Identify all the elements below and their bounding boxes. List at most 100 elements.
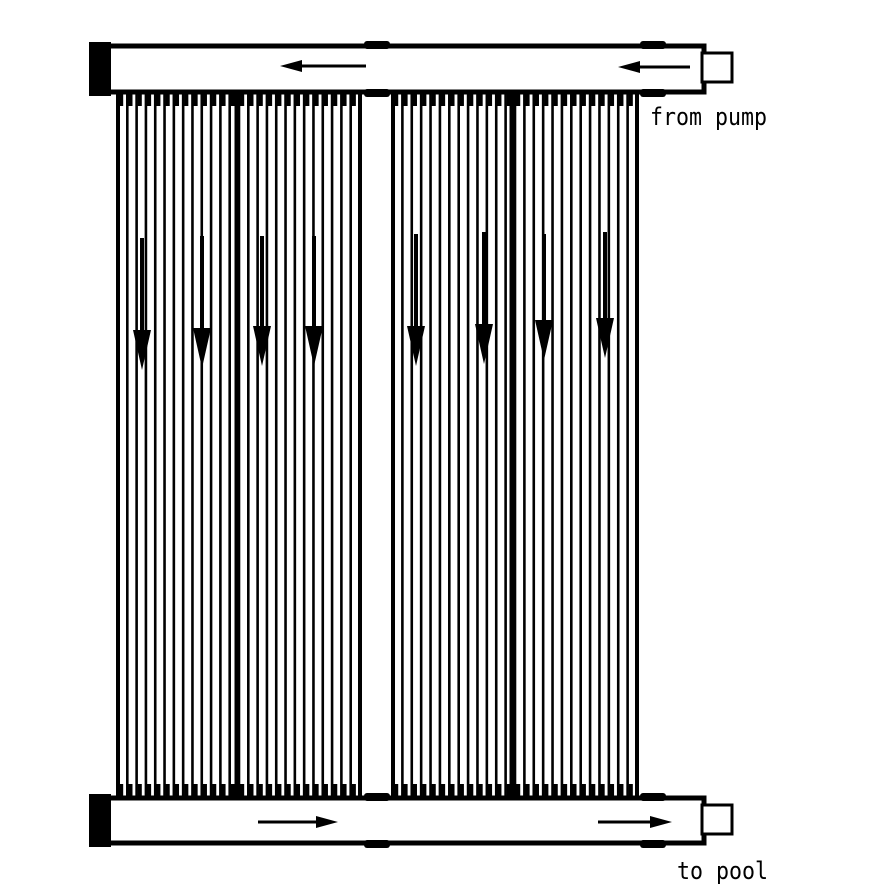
bottom-header-clamp — [640, 793, 666, 801]
tube-collar — [342, 92, 347, 106]
bottom-header-clamp — [640, 840, 666, 848]
tube-collar — [295, 92, 301, 106]
tube-collar — [314, 92, 319, 106]
tube-collar — [600, 784, 605, 798]
top-header-endcap — [89, 42, 111, 96]
tube-collar — [351, 784, 356, 798]
bottom-header-endcap — [89, 794, 111, 847]
tube-collar — [258, 784, 263, 798]
bottom-header-clamp — [364, 840, 390, 848]
bottom-header-pipe — [89, 795, 707, 846]
top-header-clamp — [640, 89, 666, 97]
tube-collar — [534, 784, 539, 798]
tube-collar — [128, 92, 133, 106]
tube-collar — [249, 784, 254, 798]
tube-collar — [184, 784, 189, 798]
tube-collar — [193, 92, 198, 106]
tube-collar — [469, 784, 474, 798]
tube-collar — [174, 784, 180, 798]
tube-collar — [534, 92, 539, 106]
tube-collar — [230, 784, 235, 798]
tube-collar — [333, 784, 338, 798]
tube-collar — [165, 92, 170, 106]
tube-collar — [469, 92, 474, 106]
tube-collar — [525, 784, 530, 798]
tube-collar — [295, 784, 301, 798]
tube-collar — [628, 92, 633, 106]
tube-collar — [412, 92, 417, 106]
tube-collar — [156, 92, 161, 106]
flow-arrow-head — [253, 326, 271, 366]
tube-collar — [525, 92, 530, 106]
tube-collar — [174, 92, 180, 106]
tube-collar — [581, 92, 586, 106]
tube-collar — [212, 92, 217, 106]
tube-collar — [305, 92, 310, 106]
tube-collar — [497, 92, 502, 106]
flow-arrow-head — [618, 61, 640, 73]
tube-collar — [609, 784, 615, 798]
tube-collar — [403, 784, 408, 798]
tube-collar — [212, 784, 217, 798]
inlet-fitting — [700, 51, 734, 84]
flow-arrow-head — [407, 326, 425, 366]
tube-collar — [342, 784, 347, 798]
top-header-clamp — [640, 41, 666, 49]
inlet-label: from pump — [650, 103, 768, 131]
outlet-label: to pool — [677, 857, 769, 885]
tube-collar — [286, 784, 291, 798]
tube-collar — [572, 784, 577, 798]
tube-collar — [128, 784, 133, 798]
tube-collar — [440, 92, 446, 106]
tube-collar — [581, 784, 586, 798]
tube-collar — [394, 92, 399, 106]
tube-collar — [202, 784, 207, 798]
tube-collar — [230, 92, 235, 106]
tube-collar — [119, 784, 124, 798]
tube-collar — [422, 784, 427, 798]
tube-collar — [516, 784, 521, 798]
flow-arrow-head — [133, 330, 151, 370]
tube-collar — [591, 92, 596, 106]
tube-collar — [619, 784, 624, 798]
tube-collar — [258, 92, 263, 106]
tube-collar — [609, 92, 615, 106]
tube-collar — [544, 784, 549, 798]
tube-collar — [277, 784, 282, 798]
flow-arrow-head — [535, 320, 553, 360]
tube-collar — [516, 92, 521, 106]
tube-collar — [572, 92, 577, 106]
tube-collar — [506, 784, 511, 798]
tube-collar — [440, 784, 446, 798]
tube-collar — [137, 784, 142, 798]
tube-collar — [193, 784, 198, 798]
tube-collar — [562, 784, 568, 798]
tube-collar — [394, 784, 399, 798]
tube-collar — [497, 784, 502, 798]
tube-collar — [431, 92, 436, 106]
tube-collar — [267, 784, 273, 798]
flow-arrow-head — [650, 816, 672, 828]
tube-collar — [240, 784, 245, 798]
tube-collar — [202, 92, 207, 106]
tube-collar — [506, 92, 511, 106]
tube-collar — [221, 92, 226, 106]
tube-collar — [478, 784, 483, 798]
tube-collar — [305, 784, 310, 798]
tube-collar — [412, 784, 417, 798]
tube-collar — [323, 92, 328, 106]
tube-collar — [119, 92, 124, 106]
flow-arrow-head — [596, 318, 614, 358]
tube-collar — [277, 92, 282, 106]
tube-collar — [333, 92, 338, 106]
absorber-tubes — [116, 92, 639, 798]
tube-collar — [553, 784, 558, 798]
tube-collar — [450, 784, 455, 798]
tube-collar — [267, 92, 273, 106]
tube-collar — [562, 92, 568, 106]
tube-collar — [487, 92, 493, 106]
top-header-clamp — [364, 41, 390, 49]
tube-collar — [450, 92, 455, 106]
